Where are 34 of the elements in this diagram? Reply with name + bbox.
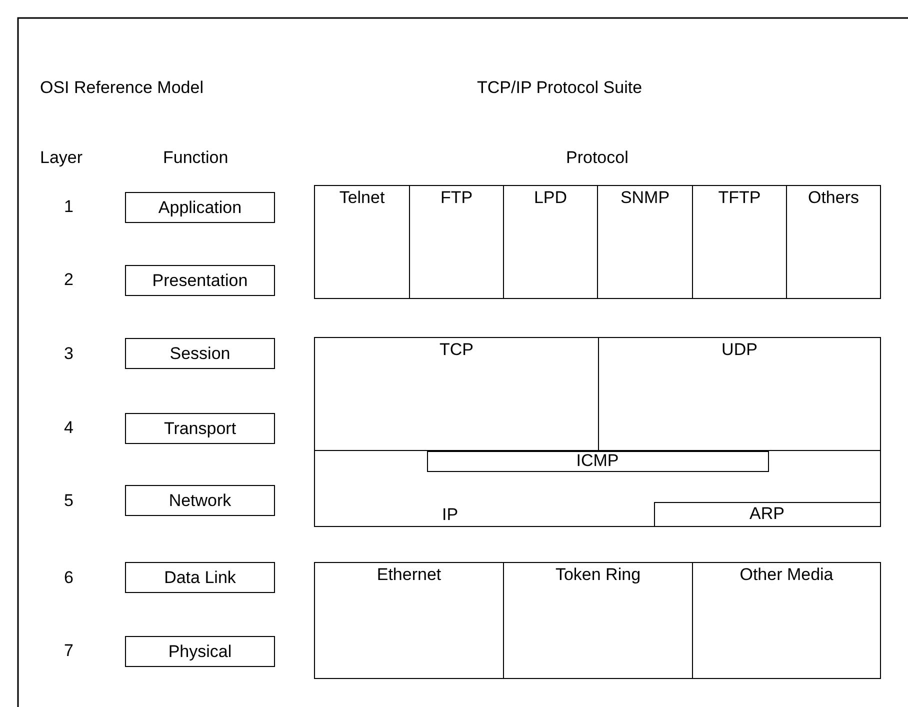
column-heading: Protocol bbox=[566, 148, 628, 168]
heading: TCP/IP Protocol Suite bbox=[477, 78, 642, 98]
layer-box: Session bbox=[125, 338, 275, 369]
protocol-cell: Token Ring bbox=[503, 562, 693, 679]
layer-number: 5 bbox=[64, 491, 74, 511]
protocol-box: ARP bbox=[654, 502, 880, 526]
layer-number: 3 bbox=[64, 344, 74, 364]
layer-number: 4 bbox=[64, 418, 74, 438]
layer-box: Presentation bbox=[125, 265, 275, 296]
protocol-cell: UDP bbox=[598, 337, 881, 451]
protocol-cell: FTP bbox=[409, 185, 504, 299]
heading: OSI Reference Model bbox=[40, 78, 204, 98]
protocol-cell: Telnet bbox=[314, 185, 410, 299]
protocol-cell: TCP bbox=[314, 337, 599, 451]
layer-number: 1 bbox=[64, 197, 74, 217]
layer-number: 7 bbox=[64, 641, 74, 661]
layer-box: Application bbox=[125, 192, 275, 223]
protocol-cell: TFTP bbox=[692, 185, 787, 299]
column-heading: Function bbox=[163, 148, 228, 168]
layer-box: Network bbox=[125, 485, 275, 516]
layer-box: Transport bbox=[125, 413, 275, 444]
protocol-region bbox=[314, 450, 881, 527]
protocol-cell: Other Media bbox=[692, 562, 881, 679]
protocol-cell: Others bbox=[786, 185, 881, 299]
protocol-cell: LPD bbox=[503, 185, 598, 299]
protocol-box: ICMP bbox=[426, 450, 768, 472]
protocol-cell: Ethernet bbox=[314, 562, 504, 679]
protocol-cell: SNMP bbox=[597, 185, 693, 299]
layer-number: 6 bbox=[64, 568, 74, 588]
layer-box: Physical bbox=[125, 636, 275, 667]
layer-box: Data Link bbox=[125, 562, 275, 593]
protocol-name: IP bbox=[442, 505, 458, 525]
column-heading: Layer bbox=[40, 148, 83, 168]
layer-number: 2 bbox=[64, 270, 74, 290]
